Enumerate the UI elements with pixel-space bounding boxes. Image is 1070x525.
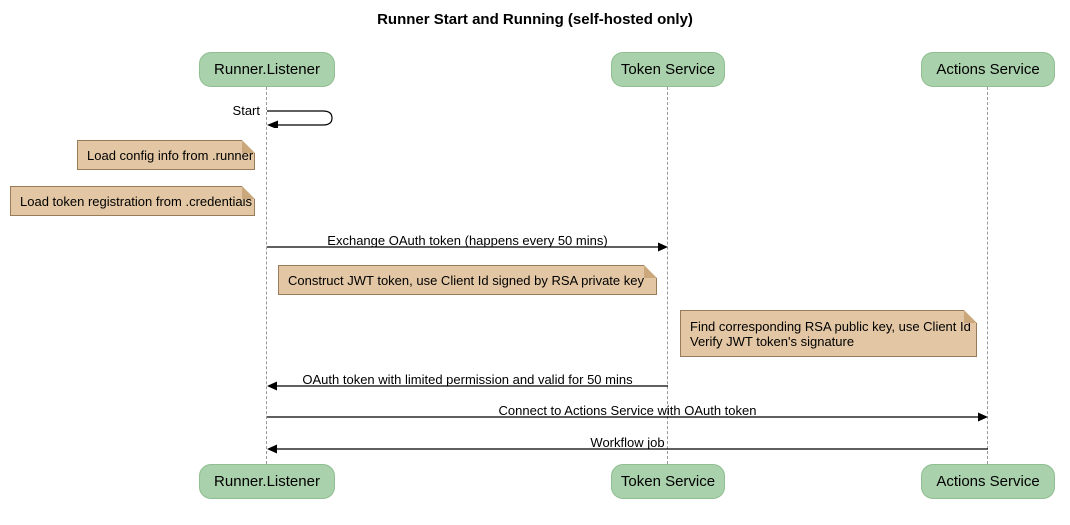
participant-label: Runner.Listener	[214, 473, 320, 490]
lifeline-runner-listener	[266, 87, 267, 464]
note-construct-jwt: Construct JWT token, use Client Id signe…	[278, 265, 657, 295]
participant-label: Token Service	[620, 473, 716, 490]
page-title: Runner Start and Running (self-hosted on…	[377, 11, 693, 28]
message-oauth-token-arrow	[267, 381, 668, 391]
note-text-line-1: Find corresponding RSA public key, use C…	[690, 318, 971, 334]
participant-bottom-runner-listener: Runner.Listener	[199, 464, 335, 499]
participant-label: Token Service	[620, 61, 716, 78]
message-oauth-token-label: OAuth token with limited permission and …	[302, 372, 633, 387]
note-verify-jwt: Find corresponding RSA public key, use C…	[680, 310, 977, 357]
note-text: Load token registration from .credential…	[20, 193, 252, 209]
note-load-config: Load config info from .runner	[77, 140, 255, 170]
note-text: Load config info from .runner	[87, 147, 254, 163]
participant-top-runner-listener: Runner.Listener	[199, 52, 335, 87]
message-exchange-oauth-arrow	[267, 242, 668, 252]
message-connect-actions-arrow	[267, 412, 988, 422]
message-connect-actions-label: Connect to Actions Service with OAuth to…	[498, 403, 757, 418]
message-exchange-oauth-label: Exchange OAuth token (happens every 50 m…	[327, 233, 608, 248]
participant-top-actions-service: Actions Service	[921, 52, 1055, 87]
note-text: Construct JWT token, use Client Id signe…	[288, 272, 644, 288]
message-start-label: Start	[232, 103, 260, 118]
self-message-arrow	[267, 110, 333, 128]
lifeline-actions-service	[987, 87, 988, 464]
lifeline-token-service	[667, 87, 668, 464]
message-workflow-job-arrow	[267, 444, 988, 454]
participant-top-token-service: Token Service	[611, 52, 725, 87]
participant-bottom-token-service: Token Service	[611, 464, 725, 499]
participant-label: Actions Service	[936, 473, 1040, 490]
note-text-line-2: Verify JWT token's signature	[690, 333, 855, 349]
message-workflow-job-label: Workflow job	[590, 435, 665, 450]
participant-bottom-actions-service: Actions Service	[921, 464, 1055, 499]
note-load-token-registration: Load token registration from .credential…	[10, 186, 255, 216]
participant-label: Actions Service	[936, 61, 1040, 78]
participant-label: Runner.Listener	[214, 61, 320, 78]
